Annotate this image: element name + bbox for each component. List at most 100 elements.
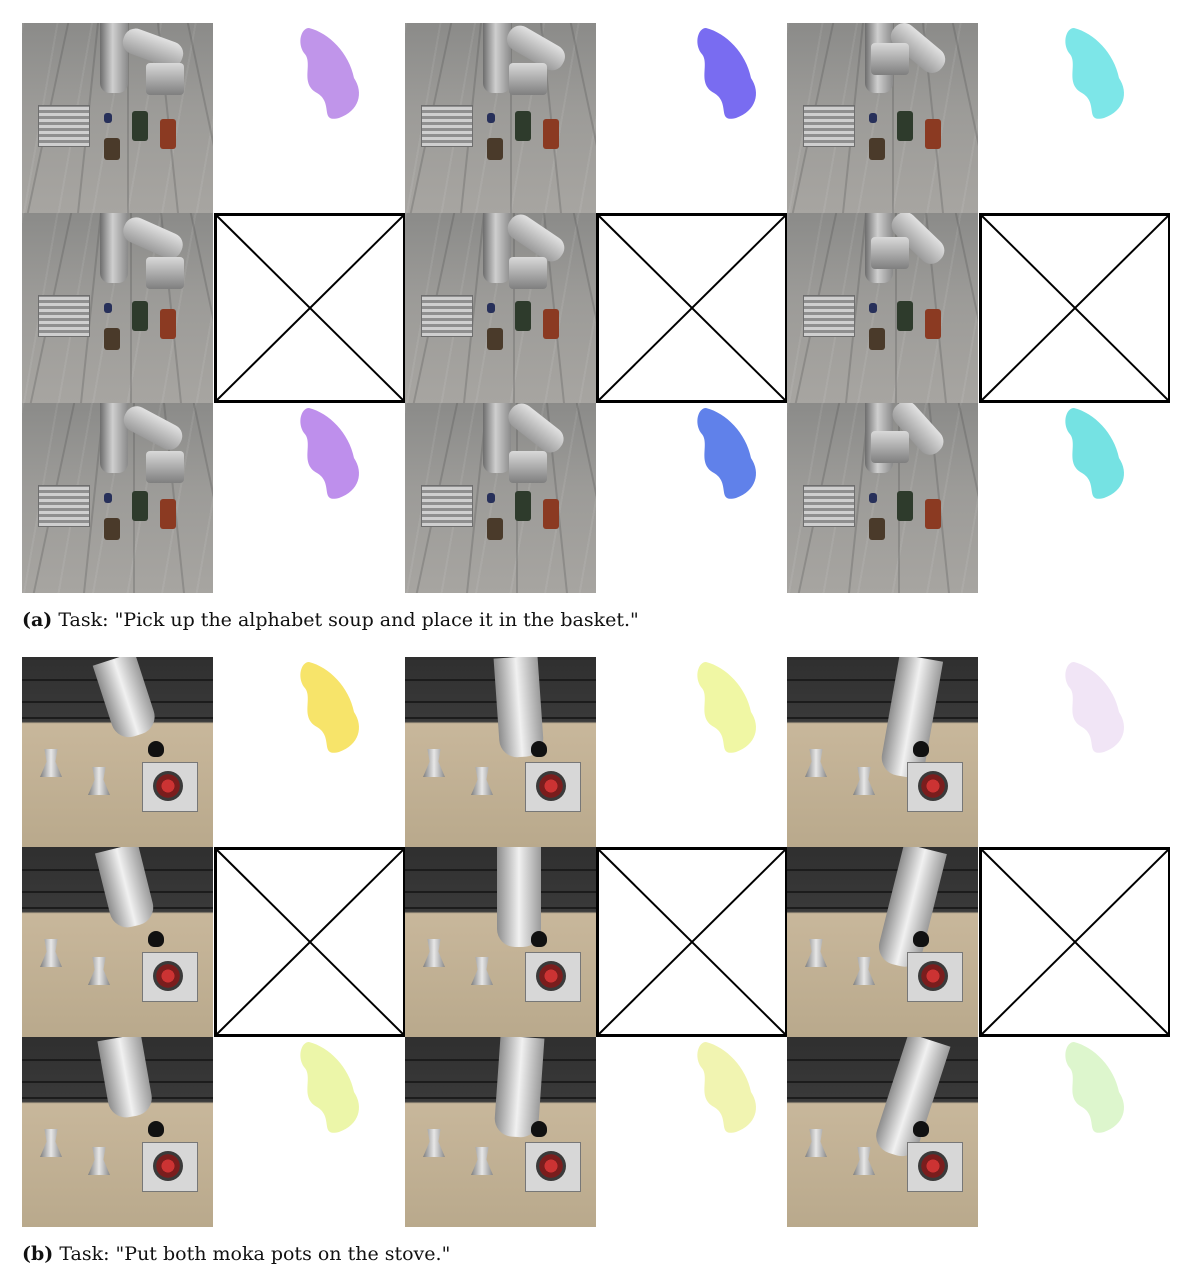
tabletop-object [869,138,885,160]
observation-frame [405,847,596,1037]
moka-pot [805,939,827,967]
flow-blob [697,408,756,499]
moka-pot [88,1147,110,1175]
flow-frame [596,403,787,593]
flow-frame [596,1037,787,1227]
tabletop-object [543,119,559,149]
observation-frame [405,403,596,593]
placeholder-diagonal [596,847,787,1037]
robot-gripper [146,451,184,483]
stove [907,1142,963,1192]
kettle [913,931,929,947]
moka-pot [853,767,875,795]
panel-b-caption: (b) Task: "Put both moka pots on the sto… [22,1243,450,1265]
flow-frame [596,657,787,847]
stove [525,952,581,1002]
tabletop-object [925,499,941,529]
moka-pot [471,767,493,795]
moka-pot [805,1129,827,1157]
kettle [913,1121,929,1137]
robot-arm [119,403,187,455]
tabletop-object [543,309,559,339]
placeholder-diagonal [979,847,1170,1037]
cabinet-edge [787,1097,978,1099]
robot-gripper [146,257,184,289]
placeholder-cross [979,847,1170,1037]
robot-arm [92,657,160,742]
moka-pot [88,957,110,985]
cabinet-edge [787,869,978,871]
robot-gripper [509,63,547,95]
kettle [148,741,164,757]
observation-frame [22,1037,213,1227]
panel-a-grid [22,23,1170,593]
flow-frame [979,403,1170,593]
robot-gripper [509,451,547,483]
floor-plank [957,403,978,593]
flow-visualization [697,408,756,499]
flow-visualization [1065,1042,1124,1133]
robot-base [100,403,128,473]
flow-frame [214,23,405,213]
observation-frame [22,23,213,213]
basket [421,105,473,147]
cabinet-edge [787,717,978,719]
robot-arm [97,1037,155,1121]
robot-gripper [871,43,909,75]
placeholder-frame-cell [596,847,787,1037]
panel-b-tag: (b) [22,1243,54,1265]
robot-base [483,213,511,283]
floor-plank [510,23,512,213]
tabletop-object [104,113,112,123]
panel-a-caption-text: Task: "Pick up the alphabet soup and pla… [58,609,639,631]
tabletop-object [487,328,503,350]
moka-pot [423,749,445,777]
basket [421,485,473,527]
tabletop-object [869,518,885,540]
flow-frame [596,23,787,213]
placeholder-cross [596,847,787,1037]
stove-burner [918,961,948,991]
floor-plank [892,23,894,213]
stove [142,762,198,812]
flow-blob [1065,662,1124,753]
kettle [531,1121,547,1137]
cabinet-edge [787,1059,978,1061]
tabletop-object [160,119,176,149]
flow-visualization [1065,28,1124,119]
stove [525,762,581,812]
basket [803,485,855,527]
stove-burner [153,1151,183,1181]
panel-b-caption-text: Task: "Put both moka pots on the stove." [59,1243,451,1265]
stove-burner [918,1151,948,1181]
observation-frame [22,213,213,403]
cabinet-edge [787,1081,978,1083]
flow-blob [300,28,359,119]
moka-pot [40,1129,62,1157]
flow-frame [214,403,405,593]
tabletop-object [104,328,120,350]
observation-frame [787,1037,978,1227]
kettle [148,931,164,947]
tabletop-object [487,493,495,503]
placeholder-cross [214,847,405,1037]
panel-b-grid [22,657,1170,1227]
flow-blob [697,662,756,753]
stove [142,1142,198,1192]
floor-plank [575,403,596,593]
placeholder-diagonal [596,213,787,403]
tabletop-object [543,499,559,529]
placeholder-frame-cell [214,847,405,1037]
moka-pot [40,749,62,777]
tabletop-object [160,499,176,529]
placeholder-frame-cell [979,213,1170,403]
robot-gripper [871,237,909,269]
cabinet-edge [787,679,978,681]
basket [38,295,90,337]
panel-a-caption: (a) Task: "Pick up the alphabet soup and… [22,609,639,631]
kettle [531,931,547,947]
placeholder-cross [979,213,1170,403]
observation-frame [787,23,978,213]
floor-plank [569,23,596,213]
cabinet-edge [787,907,978,909]
